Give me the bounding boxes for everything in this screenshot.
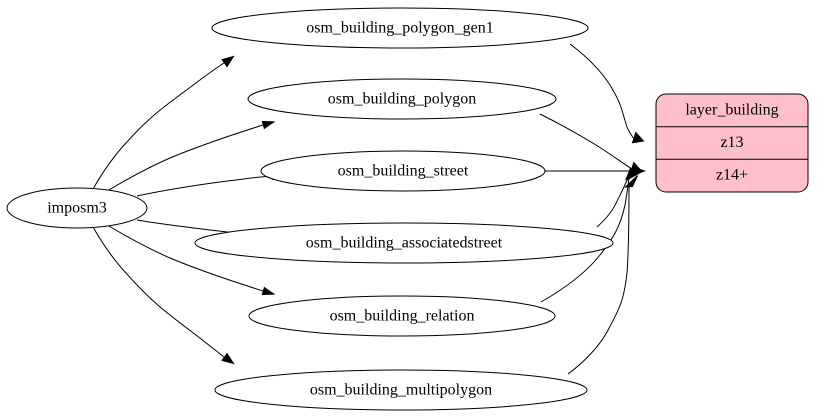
edge-imposm3-to-osm-building-relation bbox=[103, 222, 276, 296]
node-osm-building-polygon-gen1-shape[interactable] bbox=[211, 7, 589, 49]
node-osm-building-street-label: osm_building_street bbox=[338, 163, 469, 180]
node-imposm3[interactable]: imposm3 bbox=[6, 187, 148, 229]
edge-osm-building-associatedstreet-to-layer-z14plus bbox=[596, 168, 642, 228]
node-osm-building-relation-shape[interactable] bbox=[248, 295, 556, 337]
node-osm-building-multipolygon-label: osm_building_multipolygon bbox=[310, 382, 492, 399]
node-layer-building-shape[interactable] bbox=[655, 93, 809, 193]
node-imposm3-shape[interactable] bbox=[6, 187, 148, 229]
node-osm-building-associatedstreet[interactable]: osm_building_associatedstreet bbox=[194, 222, 614, 264]
edge-osm-building-relation-to-layer-z14plus bbox=[540, 167, 641, 303]
edge-imposm3-to-osm-building-polygon-gen1 bbox=[92, 55, 235, 190]
node-osm-building-street[interactable]: osm_building_street bbox=[260, 150, 546, 192]
node-osm-building-relation-label: osm_building_relation bbox=[330, 308, 475, 325]
edge-osm-building-multipolygon-to-layer-z14plus bbox=[567, 175, 638, 375]
node-osm-building-associatedstreet-label: osm_building_associatedstreet bbox=[306, 235, 503, 252]
edge-osm-building-polygon-to-layer-z14plus bbox=[539, 113, 643, 174]
node-osm-building-associatedstreet-shape[interactable] bbox=[194, 222, 614, 264]
edge-imposm3-to-osm-building-polygon bbox=[103, 120, 276, 194]
node-osm-building-polygon-label: osm_building_polygon bbox=[328, 91, 476, 108]
node-layer-building[interactable]: layer_building z13 z14+ bbox=[655, 93, 809, 193]
node-osm-building-street-shape[interactable] bbox=[260, 150, 546, 192]
node-osm-building-polygon[interactable]: osm_building_polygon bbox=[247, 78, 557, 120]
node-osm-building-multipolygon[interactable]: osm_building_multipolygon bbox=[214, 369, 588, 411]
node-osm-building-polygon-shape[interactable] bbox=[247, 78, 557, 120]
edge-osm-building-polygon-gen1-to-layer-z13 bbox=[569, 43, 645, 144]
node-osm-building-polygon-gen1-label: osm_building_polygon_gen1 bbox=[306, 20, 494, 37]
layer-building-zoom-13-label[interactable]: z13 bbox=[720, 134, 743, 151]
node-imposm3-label: imposm3 bbox=[47, 200, 107, 217]
edge-imposm3-to-osm-building-multipolygon bbox=[92, 226, 235, 365]
node-osm-building-relation[interactable]: osm_building_relation bbox=[248, 295, 556, 337]
node-osm-building-multipolygon-shape[interactable] bbox=[214, 369, 588, 411]
layer-building-name-label: layer_building bbox=[685, 102, 778, 119]
node-osm-building-polygon-gen1[interactable]: osm_building_polygon_gen1 bbox=[211, 7, 589, 49]
edge-imposm3-to-osm-building-street bbox=[136, 171, 285, 197]
layer-building-zoom-14-plus-label[interactable]: z14+ bbox=[716, 167, 748, 184]
edge-group-tables-to-layer bbox=[539, 43, 647, 375]
